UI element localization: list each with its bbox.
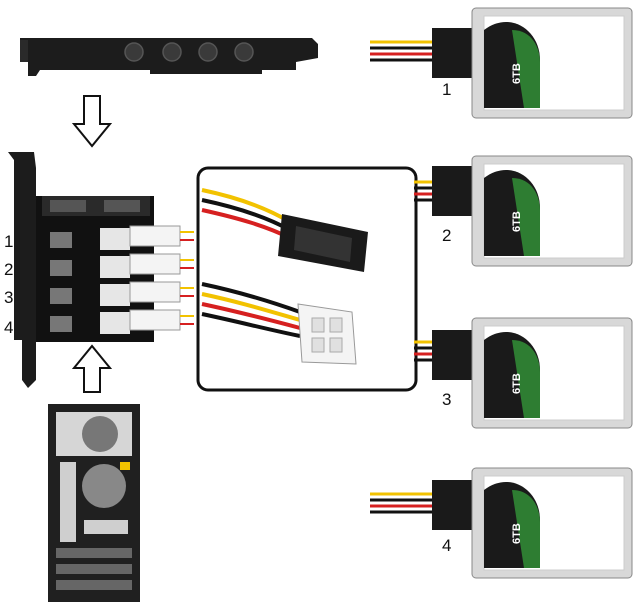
switch-number-1: 1 bbox=[4, 232, 14, 251]
pc-tower bbox=[48, 404, 140, 602]
hard-drive-3: 6TB bbox=[414, 317, 633, 429]
switch-number-4: 4 bbox=[4, 318, 14, 337]
up-arrow-icon bbox=[71, 344, 113, 393]
button-3 bbox=[198, 42, 218, 62]
switch-number-2: 2 bbox=[4, 260, 14, 279]
down-arrow-icon bbox=[71, 95, 113, 148]
drive-4-capacity: 6TB bbox=[511, 523, 523, 544]
drive-1-capacity: 6TB bbox=[511, 63, 523, 84]
drive-2-capacity: 6TB bbox=[511, 211, 523, 232]
button-1 bbox=[124, 42, 144, 62]
button-4 bbox=[234, 42, 254, 62]
pci-bracket-top bbox=[20, 38, 318, 76]
drive-number-3: 3 bbox=[442, 390, 452, 409]
drive-3-capacity: 6TB bbox=[511, 373, 523, 394]
drive-number-1: 1 bbox=[442, 80, 452, 99]
hard-drive-1: 6TB bbox=[370, 7, 633, 119]
button-2 bbox=[162, 42, 182, 62]
drive-number-2: 2 bbox=[442, 226, 452, 245]
molex-connector bbox=[297, 303, 357, 365]
switch-card-side bbox=[8, 152, 194, 388]
hard-drive-4: 6TB bbox=[370, 467, 633, 579]
drive-number-4: 4 bbox=[442, 536, 452, 555]
switch-number-3: 3 bbox=[4, 288, 14, 307]
cable-inset-box bbox=[196, 166, 418, 392]
hard-drive-2: 6TB bbox=[414, 155, 633, 267]
